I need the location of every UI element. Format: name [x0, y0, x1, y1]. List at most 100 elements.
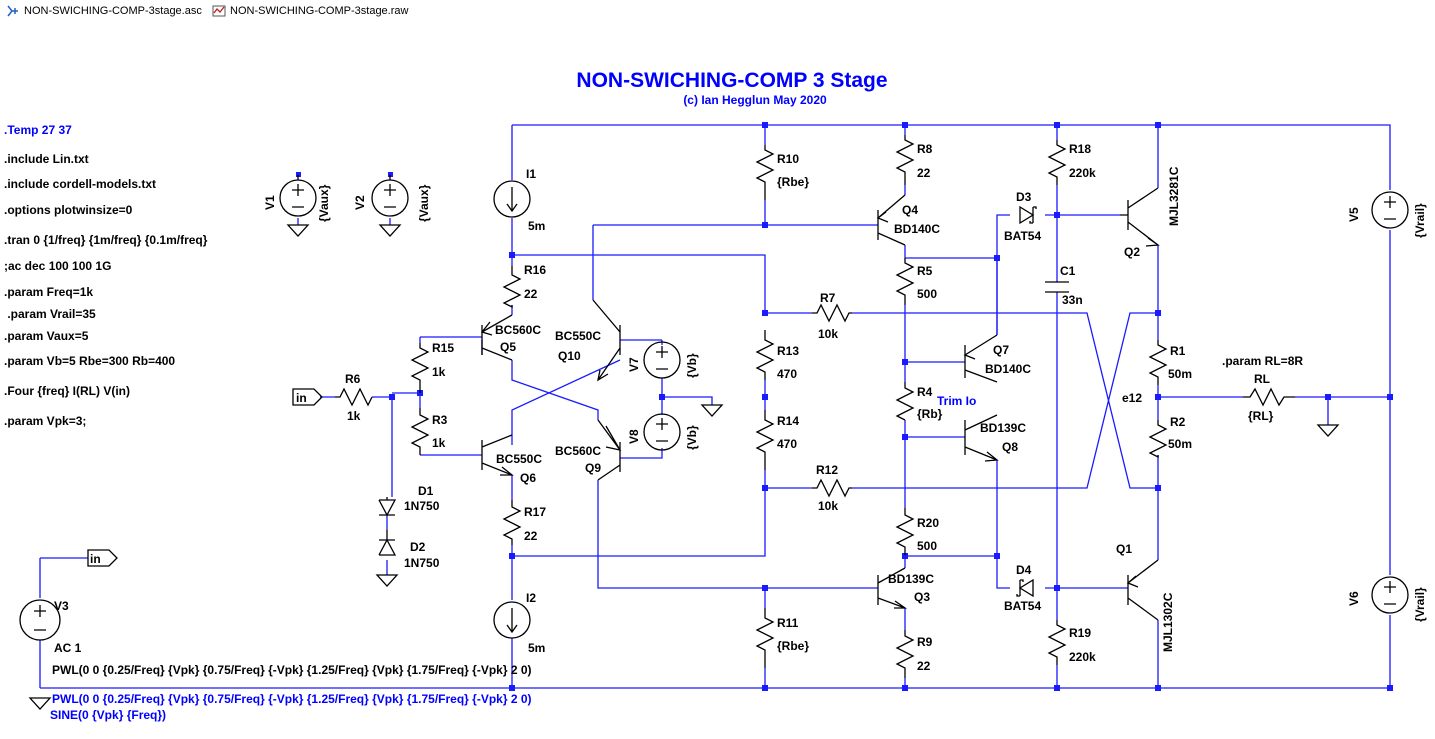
d3-value: BAT54 — [1004, 229, 1041, 243]
r18-value: 220k — [1069, 166, 1096, 180]
port-in-bottom[interactable]: in — [87, 549, 118, 567]
tab-waveform[interactable]: NON-SWICHING-COMP-3stage.raw — [212, 3, 408, 19]
i2-value: 5m — [528, 641, 545, 655]
waveform-icon — [212, 5, 226, 17]
diodes[interactable] — [378, 205, 1037, 598]
port-in-left[interactable]: in — [292, 388, 323, 406]
ground-symbols — [28, 224, 1340, 710]
junction-dots — [296, 122, 1393, 691]
v8-value: {Vb} — [685, 425, 699, 450]
directive-param-vaux: .param Vaux=5 — [4, 329, 89, 343]
r20 — [895, 508, 915, 555]
v3-value: AC 1 — [54, 641, 82, 655]
r2 — [1148, 420, 1168, 459]
r9 — [895, 630, 915, 678]
component-labels: V1 {Vaux} V2 {Vaux} I1 5m I2 5m R16 22 R… — [50, 142, 1427, 722]
r10 — [755, 145, 775, 200]
q9-value: BC560C — [555, 444, 601, 458]
v7-value: {Vb} — [685, 353, 699, 378]
tab-schematic-label: NON-SWICHING-COMP-3stage.asc — [24, 5, 202, 17]
r12-value: 10k — [818, 499, 838, 513]
r11 — [755, 608, 775, 668]
rl — [1243, 387, 1295, 407]
d4-name: D4 — [1016, 563, 1032, 577]
svg-text:in: in — [296, 391, 307, 405]
i1-value: 5m — [528, 219, 545, 233]
resistor-symbols[interactable] — [335, 135, 1295, 678]
d4-value: BAT54 — [1004, 599, 1041, 613]
v1-value: {Vaux} — [317, 184, 331, 222]
i1-name: I1 — [526, 167, 536, 181]
pwl-source-blue: PWL(0 0 {0.25/Freq} {Vpk} {0.75/Freq} {-… — [52, 692, 532, 706]
directive-include-cordell: .include cordell-models.txt — [4, 177, 156, 191]
directive-include-lin: .include Lin.txt — [4, 152, 89, 166]
r5 — [895, 258, 915, 305]
pwl-source-black: PWL(0 0 {0.25/Freq} {Vpk} {0.75/Freq} {-… — [52, 663, 532, 677]
r18 — [1047, 140, 1067, 185]
q8-name: Q8 — [1002, 440, 1018, 454]
rl-value: {RL} — [1248, 409, 1274, 423]
r16-name: R16 — [524, 263, 546, 277]
directive-param-freq: .param Freq=1k — [4, 285, 93, 299]
r5-name: R5 — [917, 264, 933, 278]
r7 — [812, 303, 852, 323]
v7-name: V7 — [627, 357, 641, 372]
r16-value: 22 — [524, 287, 538, 301]
v2-name: V2 — [353, 195, 367, 210]
current-sources[interactable] — [493, 180, 531, 639]
r13-value: 470 — [777, 367, 797, 381]
r17 — [502, 500, 522, 545]
tab-schematic[interactable]: NON-SWICHING-COMP-3stage.asc — [6, 3, 202, 19]
directive-temp: .Temp 27 37 — [4, 123, 72, 137]
r2-value: 50m — [1168, 437, 1192, 451]
v5-value: {Vrail} — [1413, 203, 1427, 238]
param-rl: .param RL=8R — [1222, 354, 1303, 368]
q6-value: BC550C — [496, 452, 542, 466]
directive-param-vpk: .param Vpk=3; — [4, 414, 86, 428]
r8-value: 22 — [917, 166, 931, 180]
r5-value: 500 — [917, 287, 937, 301]
rl-name: RL — [1254, 372, 1270, 386]
wires — [39, 124, 1391, 689]
transistors[interactable] — [480, 187, 1160, 621]
v6-name: V6 — [1347, 591, 1361, 606]
r9-name: R9 — [917, 635, 933, 649]
r1-name: R1 — [1170, 344, 1186, 358]
r20-name: R20 — [917, 516, 939, 530]
directive-tran: .tran 0 {1/freq} {1m/freq} {0.1m/freq} — [4, 233, 208, 247]
r9-value: 22 — [917, 659, 931, 673]
r3-name: R3 — [432, 413, 448, 427]
d2-name: D2 — [410, 540, 426, 554]
tab-waveform-label: NON-SWICHING-COMP-3stage.raw — [230, 5, 409, 17]
r11-value: {Rbe} — [777, 639, 809, 653]
q3-name: Q3 — [914, 590, 930, 604]
r19-name: R19 — [1069, 626, 1091, 640]
q7-name: Q7 — [993, 343, 1009, 357]
r17-name: R17 — [524, 505, 546, 519]
capacitor-c1[interactable] — [1045, 281, 1069, 293]
directive-ac: ;ac dec 100 100 1G — [4, 259, 111, 273]
v5-name: V5 — [1347, 207, 1361, 222]
r6-name: R6 — [345, 372, 361, 386]
i1-symbol — [493, 180, 531, 218]
d1-value: 1N750 — [404, 499, 440, 513]
i2-symbol — [493, 601, 531, 639]
q1-name: Q1 — [1116, 542, 1132, 556]
r16 — [502, 266, 522, 309]
r8 — [895, 135, 915, 185]
r8-name: R8 — [917, 142, 933, 156]
r4-value: {Rb} — [917, 407, 943, 421]
directive-four: .Four {freq} I(RL) V(in) — [4, 384, 130, 398]
q2-name: Q2 — [1124, 245, 1140, 259]
v1-name: V1 — [263, 195, 277, 210]
q10-value: BC550C — [555, 329, 601, 343]
r7-name: R7 — [820, 291, 836, 305]
q5-value: BC560C — [495, 323, 541, 337]
c1-value: 33n — [1062, 293, 1083, 307]
voltage-sources[interactable] — [19, 175, 1409, 641]
q4-value: BD140C — [894, 222, 940, 236]
q5-name: Q5 — [500, 340, 516, 354]
r18-name: R18 — [1069, 142, 1091, 156]
directive-options: .options plotwinsize=0 — [4, 203, 133, 217]
